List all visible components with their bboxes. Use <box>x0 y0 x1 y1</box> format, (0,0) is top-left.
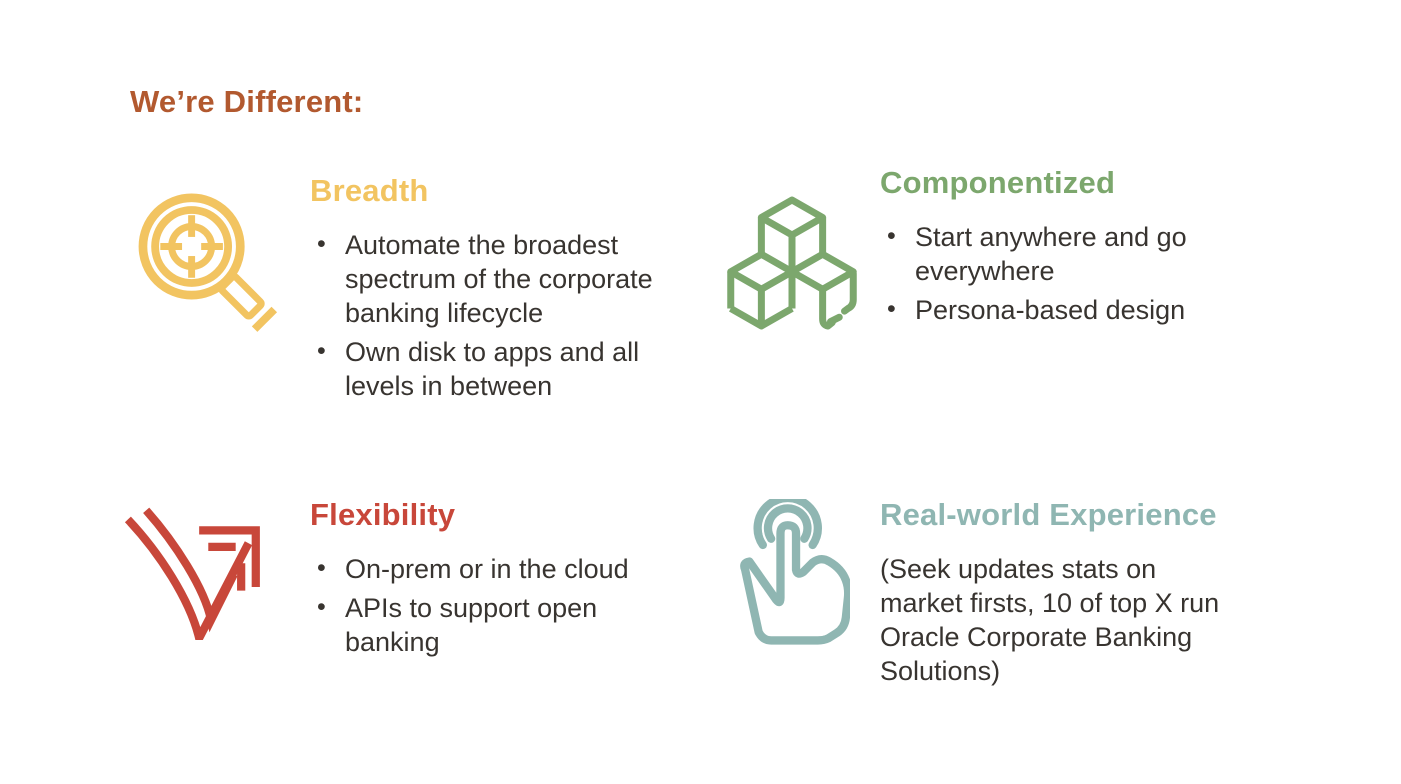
section-breadth-bullets: Automate the broadest spectrum of the co… <box>310 227 690 403</box>
bullet-item: APIs to support open banking <box>310 590 690 659</box>
section-real-world-note: (Seek updates stats on market firsts, 10… <box>880 554 1220 686</box>
section-flexibility: Flexibility On-prem or in the cloud APIs… <box>310 496 700 664</box>
bullet-item: Persona-based design <box>880 292 1215 327</box>
section-real-world-title: Real-world Experience <box>880 497 1217 532</box>
bullet-item: Start anywhere and go everywhere <box>880 219 1215 288</box>
cubes-icon <box>722 188 862 331</box>
section-real-world: Real-world Experience (Seek updates stat… <box>880 496 1270 688</box>
bullet-item: Own disk to apps and all levels in betwe… <box>310 334 690 403</box>
section-breadth: Breadth Automate the broadest spectrum o… <box>310 172 700 408</box>
section-flexibility-title: Flexibility <box>310 497 456 532</box>
bullet-item: Automate the broadest spectrum of the co… <box>310 227 690 330</box>
page-title: We’re Different: <box>130 84 364 119</box>
tap-hand-icon <box>740 499 850 649</box>
bullet-item: On-prem or in the cloud <box>310 551 690 586</box>
section-componentized: Componentized Start anywhere and go ever… <box>880 164 1225 332</box>
curved-arrow-icon <box>122 503 269 640</box>
section-breadth-title: Breadth <box>310 173 429 208</box>
section-componentized-title: Componentized <box>880 165 1116 200</box>
magnifier-target-icon <box>136 188 282 338</box>
section-componentized-bullets: Start anywhere and go everywhere Persona… <box>880 219 1215 327</box>
section-flexibility-bullets: On-prem or in the cloud APIs to support … <box>310 551 690 659</box>
